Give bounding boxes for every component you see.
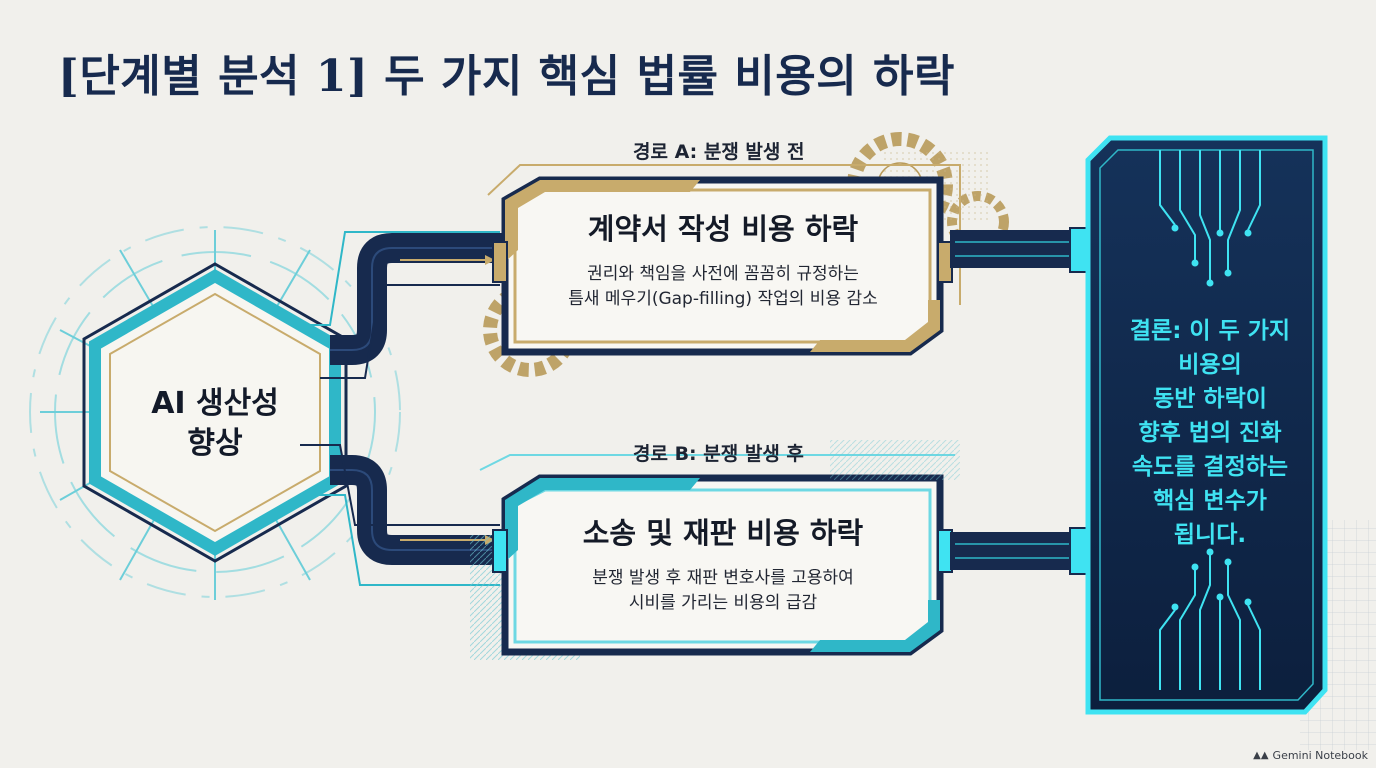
conclusion-line: 됩니다. <box>1173 522 1247 548</box>
conclusion-panel <box>1085 135 1328 715</box>
card-a-body-line: 권리와 책임을 사전에 꼼꼼히 규정하는 <box>587 264 859 284</box>
card-b-body-line: 분쟁 발생 후 재판 변호사를 고용하여 <box>592 568 854 588</box>
hub-label-line: 향상 <box>187 426 243 461</box>
card-a-body-line: 틈새 메우기(Gap-filling) 작업의 비용 감소 <box>568 289 878 309</box>
card-b-body-line: 시비를 가리는 비용의 급감 <box>628 593 818 613</box>
conclusion-line: 동반 하락이 <box>1153 386 1267 412</box>
watermark-text: Gemini Notebook <box>1272 749 1368 762</box>
card-b-body: 분쟁 발생 후 재판 변호사를 고용하여 시비를 가리는 비용의 급감 <box>518 566 928 616</box>
card-contract-cost: 계약서 작성 비용 하락 권리와 책임을 사전에 꼼꼼히 규정하는 틈새 메우기… <box>518 206 928 312</box>
circuit-bottom <box>1159 555 1261 690</box>
card-a-frame <box>487 164 961 356</box>
card-b-heading: 소송 및 재판 비용 하락 <box>582 516 864 550</box>
path-b-label: 경로 B: 분쟁 발생 후 <box>633 443 804 465</box>
conclusion-line: 결론: 이 두 가지 <box>1129 318 1291 344</box>
conclusion-line: 핵심 변수가 <box>1153 488 1267 514</box>
conclusion-line: 속도를 결정하는 <box>1131 454 1289 480</box>
conclusion-line: 비용의 <box>1178 352 1242 378</box>
card-a-heading: 계약서 작성 비용 하락 <box>587 212 859 246</box>
connector-right <box>950 227 1093 575</box>
circuit-top <box>1159 150 1261 280</box>
gemini-notebook-icon: ▲▲ <box>1253 750 1269 761</box>
card-a-body: 권리와 책임을 사전에 꼼꼼히 규정하는 틈새 메우기(Gap-filling)… <box>518 262 928 312</box>
card-b-frame <box>470 440 960 660</box>
page-title: [단계별 분석 1] 두 가지 핵심 법률 비용의 하락 <box>58 51 955 102</box>
conclusion-line: 향후 법의 진화 <box>1138 420 1282 446</box>
connector-a <box>300 231 505 379</box>
card-litigation-cost: 소송 및 재판 비용 하락 분쟁 발생 후 재판 변호사를 고용하여 시비를 가… <box>518 510 928 616</box>
connector-b <box>300 444 505 586</box>
hub-label-line: AI 생산성 <box>151 386 279 421</box>
watermark: ▲▲ Gemini Notebook <box>1253 749 1368 762</box>
hub-label: AI 생산성 향상 <box>120 384 310 464</box>
path-a-label: 경로 A: 분쟁 발생 전 <box>633 141 805 163</box>
conclusion-text: 결론: 이 두 가지 비용의 동반 하락이 향후 법의 진화 속도를 결정하는 … <box>1106 314 1314 552</box>
